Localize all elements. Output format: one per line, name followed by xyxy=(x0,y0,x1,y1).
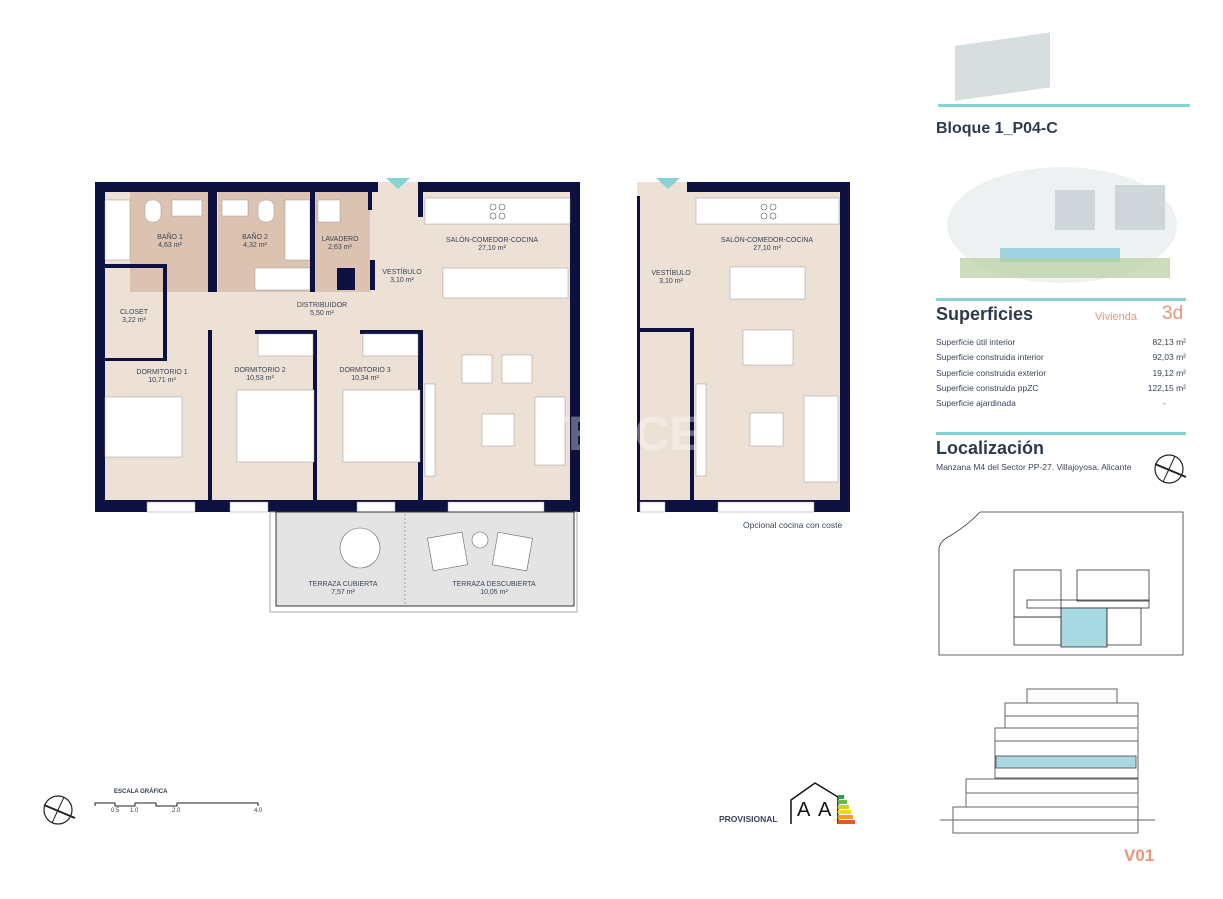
key-plan xyxy=(938,511,1184,656)
surface-row: Superficie ajardinada- xyxy=(936,398,1166,408)
scale-title: ESCALA GRÁFICA xyxy=(114,789,168,795)
vivienda-type: 3d xyxy=(1162,303,1184,324)
divider xyxy=(938,104,1190,107)
divider xyxy=(936,432,1186,435)
alt-plan-caption: Opcional cocina con coste xyxy=(743,520,843,530)
scale-tick: 2.0 xyxy=(172,808,181,814)
scale-tick: 0.5 xyxy=(111,808,120,814)
building-elevation xyxy=(940,688,1155,834)
watermark: TEKCE xyxy=(539,408,702,461)
localizacion-title: Localización xyxy=(936,438,1045,458)
energy-rating-2: A xyxy=(818,799,832,821)
north-arrow-icon xyxy=(1154,454,1187,484)
scale-tick: 1.0 xyxy=(130,808,139,814)
scale-tick: 4.0 xyxy=(254,808,263,814)
north-arrow-icon xyxy=(43,795,76,825)
vivienda-label: Vivienda xyxy=(1095,311,1137,323)
scale-bar xyxy=(94,802,259,807)
address: Manzana M4 del Sector PP-27. Villajoyosa… xyxy=(936,462,1132,472)
version-label: V01 xyxy=(1124,846,1155,865)
superficies-title: Superficies xyxy=(936,304,1034,324)
energy-rating-icon xyxy=(790,782,855,824)
energy-provisional-label: PROVISIONAL xyxy=(719,814,778,824)
building-render-image xyxy=(945,32,1185,285)
energy-rating-1: A xyxy=(797,799,811,821)
unit-title: Bloque 1_P04-C xyxy=(936,120,1058,137)
divider xyxy=(936,298,1186,301)
